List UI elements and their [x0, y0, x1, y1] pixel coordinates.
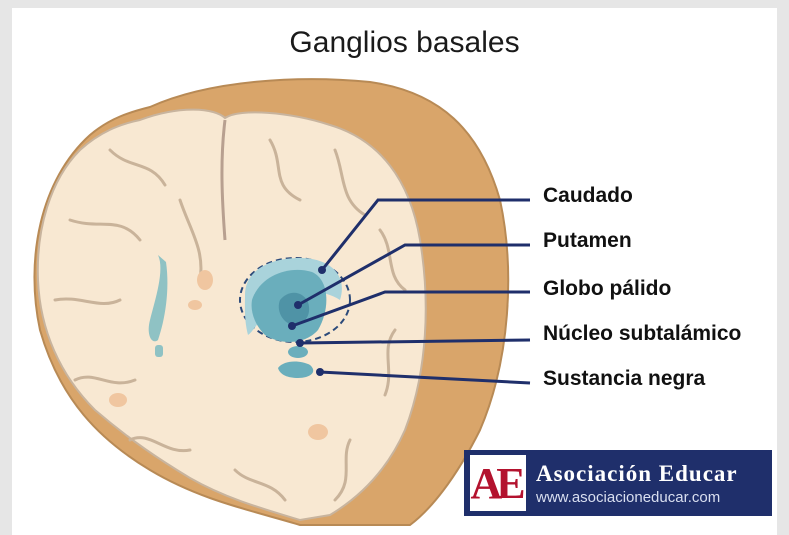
frame-border-top	[0, 0, 789, 8]
label-globo-palido: Globo pálido	[543, 277, 672, 300]
nucleo-subtalamico-shape	[288, 346, 308, 358]
left-nucleus-small	[155, 345, 163, 357]
blob-2	[109, 393, 127, 407]
label-caudado: Caudado	[543, 184, 633, 207]
globo-palido-shape	[278, 292, 310, 325]
logo-url: www.asociacioneducar.com	[536, 488, 721, 506]
left-ventricle	[197, 270, 213, 290]
midline-fissure	[220, 119, 227, 241]
leader-putamen	[297, 243, 530, 307]
leader-caudado	[320, 198, 530, 271]
frame-border-right	[777, 0, 789, 535]
label-putamen: Putamen	[543, 229, 632, 252]
label-nucleo-subtalamico: Núcleo subtalámico	[543, 322, 742, 345]
blob-1	[188, 300, 202, 310]
ganglia-outline	[239, 257, 351, 343]
label-sustancia-negra: Sustancia negra	[543, 367, 706, 390]
left-caudate	[148, 255, 168, 342]
leader-nucleo	[299, 338, 531, 345]
asociacion-educar-logo: AE Asociación Educar www.asociacioneduca…	[464, 450, 772, 516]
logo-mark: AE	[470, 455, 526, 511]
diagram-title: Ganglios basales	[289, 26, 520, 59]
blob-3	[308, 424, 328, 440]
logo-name: Asociación Educar	[536, 460, 738, 486]
leader-globo-palido	[291, 290, 530, 328]
white-matter	[36, 108, 427, 522]
frame-border-left	[0, 0, 12, 535]
sustancia-negra-shape	[278, 361, 314, 378]
logo-text: Asociación Educar www.asociacioneducar.c…	[536, 461, 738, 506]
leader-dots	[288, 266, 326, 376]
leader-lines	[291, 198, 531, 385]
gyri-folds	[53, 138, 407, 502]
leader-sustancia	[319, 370, 531, 385]
